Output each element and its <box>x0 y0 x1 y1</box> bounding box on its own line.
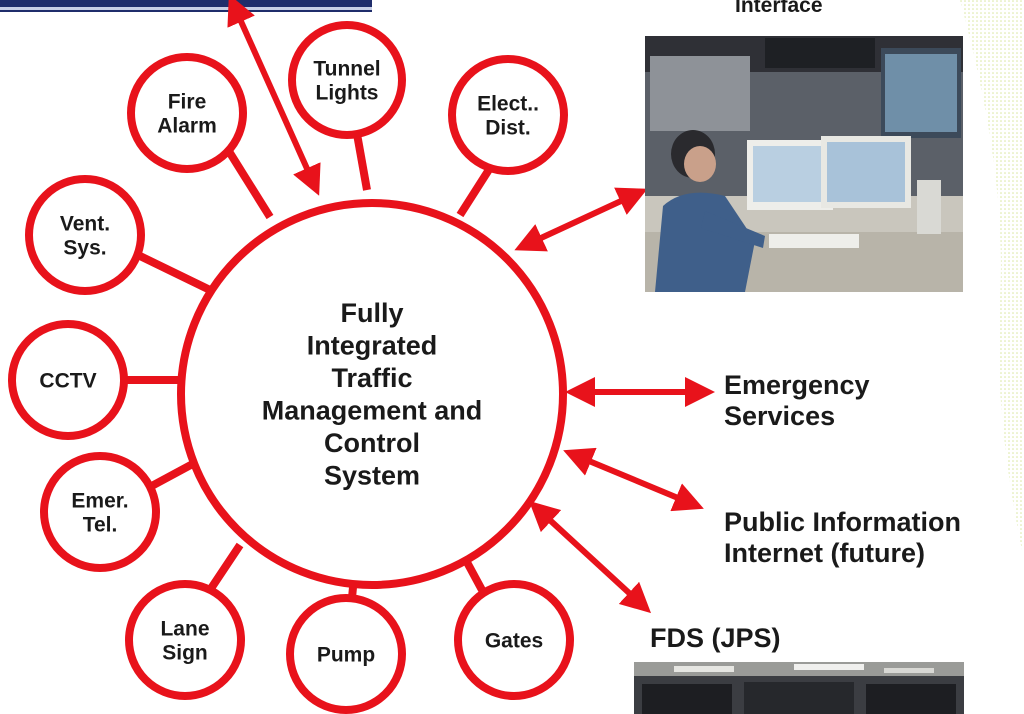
arrow-fds <box>528 500 652 614</box>
hub-label-line-6: System <box>324 461 420 491</box>
hub-label-line-2: Integrated <box>307 331 438 361</box>
node-label-lane-sign-line-2: Sign <box>162 641 208 664</box>
node-vent-sys: Vent.Sys. <box>25 175 145 295</box>
fds-label: FDS (JPS) <box>650 623 781 653</box>
public-information-label: Public Information Internet (future) <box>724 507 961 569</box>
node-circle-pump <box>286 594 406 714</box>
fds-photo <box>634 662 964 714</box>
node-label-tunnel-lights-line-1: Tunnel <box>313 57 380 80</box>
arrows <box>227 0 715 614</box>
node-label-fire-alarm-line-1: Fire <box>168 90 207 113</box>
node-circle-cctv <box>8 320 128 440</box>
emergency-services-label: Emergency Services <box>724 370 870 432</box>
control-room-illustration <box>645 36 963 292</box>
node-label-emer-tel-line-2: Tel. <box>83 513 118 536</box>
hub-label-line-5: Control <box>324 428 420 458</box>
node-label-emer-tel-line-1: Emer. <box>71 489 128 512</box>
spoke-lane-sign <box>206 542 244 593</box>
node-circle-lane-sign <box>125 580 245 700</box>
node-label-gates-line-1: Gates <box>485 629 543 652</box>
arrow-operator-interface <box>514 187 648 252</box>
spoke-vent-sys <box>136 251 212 294</box>
node-emer-tel: Emer.Tel. <box>40 452 160 572</box>
node-circle-emer-tel <box>40 452 160 572</box>
emergency-services-line-2: Services <box>724 401 836 432</box>
hub-label-line-3: Traffic <box>331 363 412 393</box>
node-cctv: CCTV <box>8 320 128 440</box>
node-label-cctv-line-1: CCTV <box>39 369 96 392</box>
node-gates: Gates <box>454 580 574 700</box>
emergency-services-line-1: Emergency <box>724 370 870 400</box>
node-label-lane-sign-line-1: Lane <box>160 617 209 640</box>
spoke-fire-alarm <box>226 150 274 220</box>
hub-label-line-1: Fully <box>340 298 403 328</box>
arrow-top <box>227 0 321 196</box>
node-label-pump-line-1: Pump <box>317 643 375 666</box>
fds-room-illustration <box>634 662 964 714</box>
dotted-background-shape <box>960 0 1024 560</box>
node-label-vent-sys-line-2: Sys. <box>63 236 106 259</box>
node-pump: Pump <box>286 594 406 714</box>
hub-label-line-4: Management and <box>262 396 483 426</box>
spoke-elect-dist <box>456 165 494 218</box>
operator-interface-label: Interface <box>735 0 823 17</box>
node-label-vent-sys-line-1: Vent. <box>60 212 110 235</box>
operator-interface-photo <box>645 36 963 292</box>
top-banner <box>0 0 372 12</box>
node-elect-dist: Elect..Dist. <box>448 55 568 175</box>
node-circle-elect-dist <box>448 55 568 175</box>
node-label-fire-alarm-line-2: Alarm <box>157 114 217 137</box>
hub-circle <box>177 199 567 589</box>
node-label-tunnel-lights-line-2: Lights <box>316 81 379 104</box>
spoke-tunnel-lights <box>353 133 371 191</box>
node-circle-vent-sys <box>25 175 145 295</box>
node-label-elect-dist-line-1: Elect.. <box>477 92 539 115</box>
arrow-public-information <box>563 447 704 512</box>
public-information-line-2: Internet (future) <box>724 538 925 569</box>
public-information-line-1: Public Information <box>724 507 962 537</box>
node-label-elect-dist-line-2: Dist. <box>485 116 531 139</box>
